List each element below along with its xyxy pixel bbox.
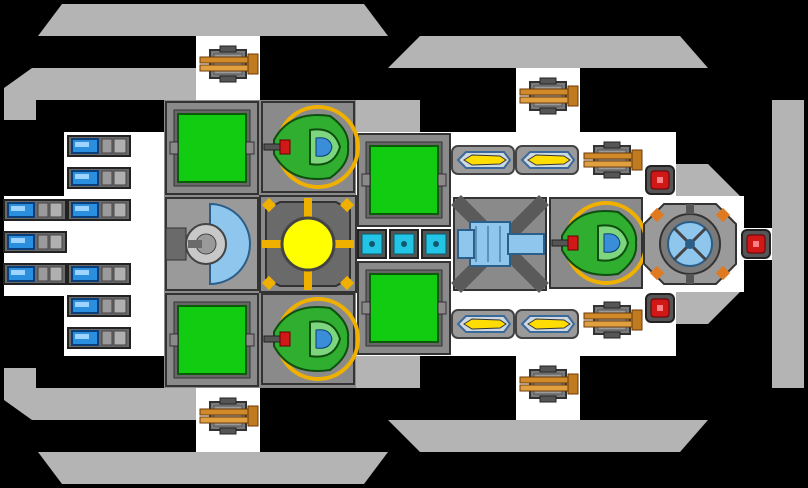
main-gun [451,195,549,293]
radar-dish [643,200,737,288]
armor-plate-top-rear [388,36,708,68]
plasma-cannon [260,292,360,386]
warning-light [741,229,771,259]
missile-launcher [515,309,579,339]
armor-plate-bottom-front [38,452,388,484]
cargo-room [357,133,451,227]
ion-thruster [3,199,67,221]
armor-plate-mid-bottom [356,356,420,388]
missile-launcher [451,309,515,339]
ion-thruster [67,167,131,189]
cargo-room [165,293,259,387]
cargo-room [357,261,451,355]
energy-cell [389,229,419,259]
plasma-cannon [548,196,648,290]
armor-plate-left-bottom [4,368,196,420]
armor-plate-top-front [38,4,388,36]
cargo-room [165,101,259,195]
ion-thruster [67,327,131,349]
energy-cell [357,229,387,259]
energy-cells [357,229,451,259]
ion-thruster [3,231,67,253]
missile-launcher [451,145,515,175]
ion-thruster [67,199,131,221]
plasma-cannon [260,100,360,194]
reactor [259,195,357,293]
missile-launcher [515,145,579,175]
armor-plate-bottom-rear [388,420,708,452]
ion-thruster [67,263,131,285]
shield-generator [165,197,259,291]
energy-cell [421,229,451,259]
armor-plate-mid-top [356,100,420,132]
ion-thruster [67,135,131,157]
ion-thruster [3,263,67,285]
reactor-core [280,216,336,272]
armor-plate-left-top [4,68,196,120]
ion-thruster [67,295,131,317]
warning-light [645,293,675,323]
armor-plate-right [772,100,804,388]
warning-light [645,165,675,195]
